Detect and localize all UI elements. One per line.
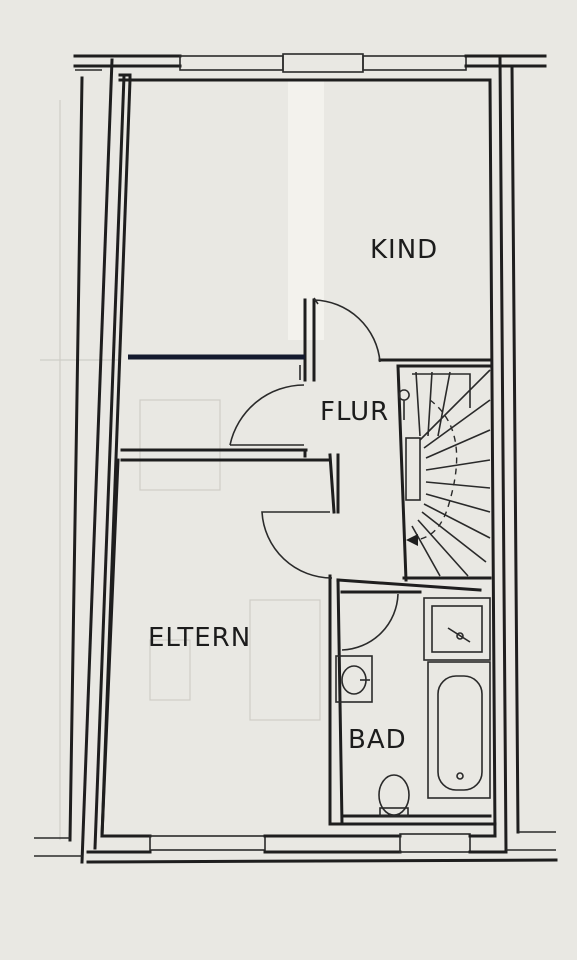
paper-show-through	[40, 100, 321, 840]
paper-fold-highlight	[288, 80, 324, 340]
room-label-bad: BAD	[348, 725, 407, 755]
exterior-walls	[34, 53, 558, 864]
doors	[229, 297, 399, 651]
room-label-kind: KIND	[370, 235, 438, 265]
room-label-flur: FLUR	[320, 397, 389, 427]
room-label-eltern: ELTERN	[148, 623, 251, 653]
bathroom-fixtures	[335, 597, 491, 817]
staircase	[398, 369, 491, 577]
